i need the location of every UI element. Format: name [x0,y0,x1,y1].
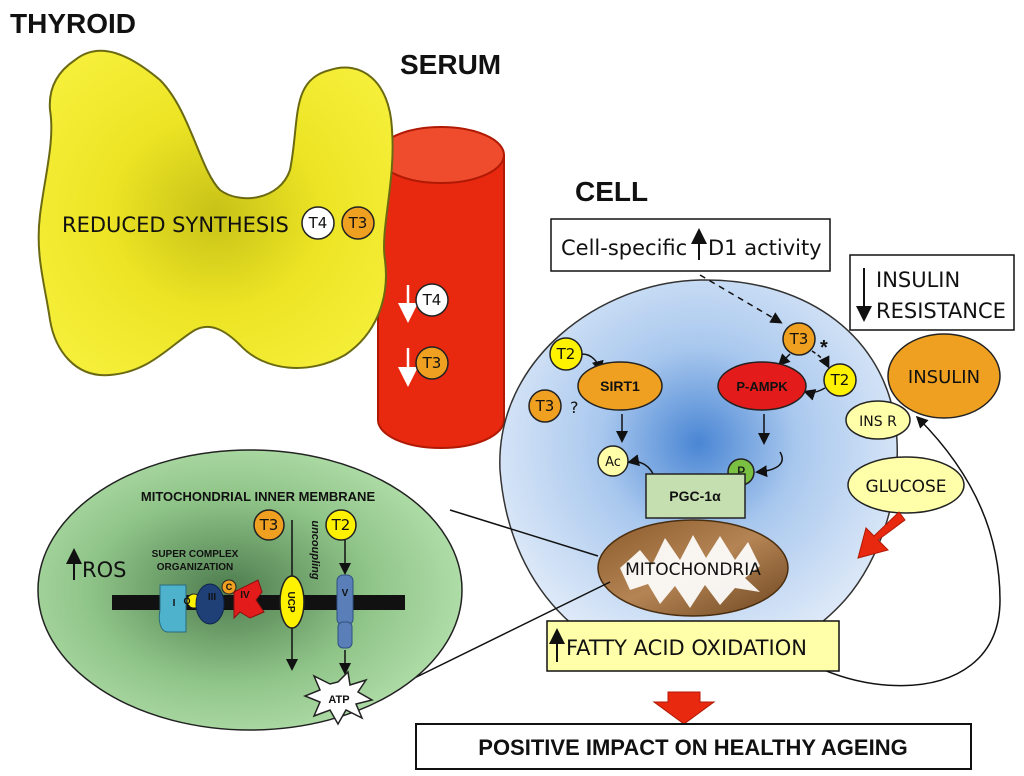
insulin-receptor-ellipse: INS R [845,400,911,440]
positive-impact-label: POSITIVE IMPACT ON HEALTHY AGEING [478,735,907,760]
svg-text:PGC-1α: PGC-1α [669,488,721,504]
t2-to-pampk-arrow-icon [803,387,826,401]
svg-text:T2: T2 [830,371,850,389]
svg-text:T3: T3 [348,214,368,232]
d1-suffix-label: D1 activity [708,236,822,260]
glucose-ellipse: GLUCOSE [847,456,965,514]
svg-text:T4: T4 [422,291,442,309]
thyroid-heading: THYROID [10,8,136,39]
impact-down-arrow-icon [652,691,716,725]
t3-to-pampk-arrow-icon [777,353,791,367]
fatty-acid-label: FATTY ACID OXIDATION [566,636,807,660]
complex-v-label: V [342,588,349,599]
zoom-line-bottom [389,581,611,691]
t2-pampk-badge: T2 [823,363,857,397]
ros-label: ROS [82,558,126,582]
svg-text:T3: T3 [422,354,442,372]
svg-text:T3: T3 [535,397,555,415]
insulin-resistance-label-1: INSULIN [876,268,960,292]
svg-text:INSULIN: INSULIN [908,367,980,388]
t3-sirt1-badge: T3 [528,389,562,423]
complex-i-label: I [173,598,176,609]
svg-text:GLUCOSE: GLUCOSE [865,477,946,497]
svg-text:T4: T4 [308,214,328,232]
uncoupling-label: uncoupling [309,520,321,580]
insulin-resistance-box: INSULIN RESISTANCE [849,254,1015,331]
complex-i [158,584,187,633]
fatty-acid-box: FATTY ACID OXIDATION [546,620,840,672]
super-complex-label-2: ORGANIZATION [157,562,233,573]
ac-badge: Ac [597,445,629,477]
svg-text:T2: T2 [331,516,351,534]
inner-membrane-zoom: MITOCHONDRIAL INNER MEMBRANE ROS SUPER C… [37,449,463,731]
svg-text:T3: T3 [259,516,279,534]
reduced-synthesis-label: REDUCED SYNTHESIS [62,213,289,237]
mito-t3-badge: T3 [253,509,285,541]
pgc1a-box: PGC-1α [645,473,746,519]
serum-t4-badge: T4 [415,283,449,317]
serum-t3-badge: T3 [415,346,449,380]
glucose-red-arrow-icon [857,511,906,559]
zoom-line-top [449,509,599,557]
d1-prefix-label: Cell-specific [561,236,687,260]
complex-iii-label: III [208,592,217,603]
thyroid-t3-badge: T3 [341,206,375,240]
cell-heading: CELL [575,176,648,207]
thyroid-gland [37,49,394,377]
thyroid-t4-badge: T4 [301,206,335,240]
svg-text:P-AMPK: P-AMPK [736,379,788,394]
positive-impact-box: POSITIVE IMPACT ON HEALTHY AGEING [415,723,972,770]
pampk-ellipse: P-AMPK [717,361,807,411]
complex-iv-label: IV [240,590,250,601]
insulin-ellipse: INSULIN [887,333,1001,419]
atp-label: ATP [328,694,349,706]
svg-text:T3: T3 [789,330,809,348]
svg-text:Ac: Ac [605,455,621,470]
inner-membrane-label: MITOCHONDRIAL INNER MEMBRANE [141,489,376,504]
ucp-label: UCP [285,591,296,612]
svg-text:T2: T2 [556,345,576,363]
sirt1-ellipse: SIRT1 [577,361,663,411]
to-p-arrow-icon [755,451,783,478]
ucp-protein [279,575,305,629]
d1-activity-box: Cell-specific D1 activity [550,218,831,272]
question-mark: ? [570,398,579,417]
cytochrome-c [221,579,237,595]
d1-to-t3-dashed-arrow-icon [699,274,783,324]
t2-sirt1-badge: T2 [549,337,583,371]
super-complex-label-1: SUPER COMPLEX [152,549,239,560]
mito-t2-badge: T2 [325,509,357,541]
svg-text:SIRT1: SIRT1 [600,378,640,394]
feedback-loop-arrow-icon [759,415,1001,687]
mitochondria-organelle: MITOCHONDRIA [597,519,789,617]
svg-text:INS R: INS R [859,414,897,430]
t3-to-t2-dashed-arrow-icon [811,350,830,369]
asterisk-mark: * [820,337,828,359]
complex-q-label: Q [183,596,190,606]
svg-text:P: P [737,465,745,481]
atp-starburst [302,670,374,726]
mitochondria-label: MITOCHONDRIA [625,560,761,580]
atp-synthase: V [336,574,354,649]
serum-heading: SERUM [400,49,501,80]
complex-iii [195,583,225,625]
t3-pampk-badge: T3 [782,322,816,356]
insulin-resistance-label-2: RESISTANCE [876,299,1006,323]
complex-iv [233,579,265,620]
complex-c-label: C [226,582,233,592]
